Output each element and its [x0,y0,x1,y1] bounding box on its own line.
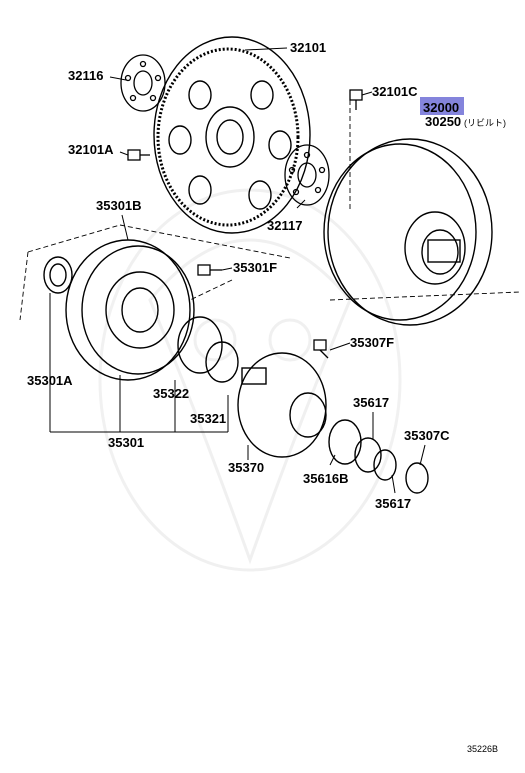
label-32000[interactable]: 32000 [423,100,459,115]
label-32101C[interactable]: 32101C [372,84,418,99]
bolt-32101C [349,89,363,110]
label-32117[interactable]: 32117 [267,218,302,233]
label-35301B[interactable]: 35301B [96,198,142,213]
torque-converter [323,138,493,326]
drive-plate [153,36,311,234]
label-35322[interactable]: 35322 [153,386,189,401]
oil-pump-body [65,239,195,381]
label-35617-bottom[interactable]: 35617 [375,496,411,511]
label-35307F[interactable]: 35307F [350,335,394,350]
stator-shaft [237,352,327,458]
label-32101[interactable]: 32101 [290,40,326,55]
label-32101A[interactable]: 32101A [68,142,114,157]
label-30250[interactable]: 30250 [425,114,461,129]
label-35616B[interactable]: 35616B [303,471,349,486]
assembly-outline [19,100,521,321]
part-labels: 32116 32101 32101C 32000 30250 (リビルト) 32… [27,40,506,754]
seal-35301A [43,256,73,294]
label-30250-note: (リビルト) [464,118,506,128]
label-35321[interactable]: 35321 [190,411,226,426]
label-32116[interactable]: 32116 [68,68,103,83]
pump-gears [177,316,239,383]
plate-32116 [120,54,166,112]
label-35301F[interactable]: 35301F [233,260,277,275]
highlight-32000 [420,97,464,115]
label-35307C[interactable]: 35307C [404,428,450,443]
bolt-35307F [313,339,329,359]
label-35301[interactable]: 35301 [108,435,144,450]
label-35370[interactable]: 35370 [228,460,264,475]
bolt-35301F [197,264,222,276]
label-35617-top[interactable]: 35617 [353,395,389,410]
label-35301A[interactable]: 35301A [27,373,73,388]
figure-id: 35226B [467,744,498,754]
plate-32117 [284,144,330,206]
leader-lines [49,47,426,494]
bolt-32101A [127,149,150,161]
seal-rings [328,419,429,494]
